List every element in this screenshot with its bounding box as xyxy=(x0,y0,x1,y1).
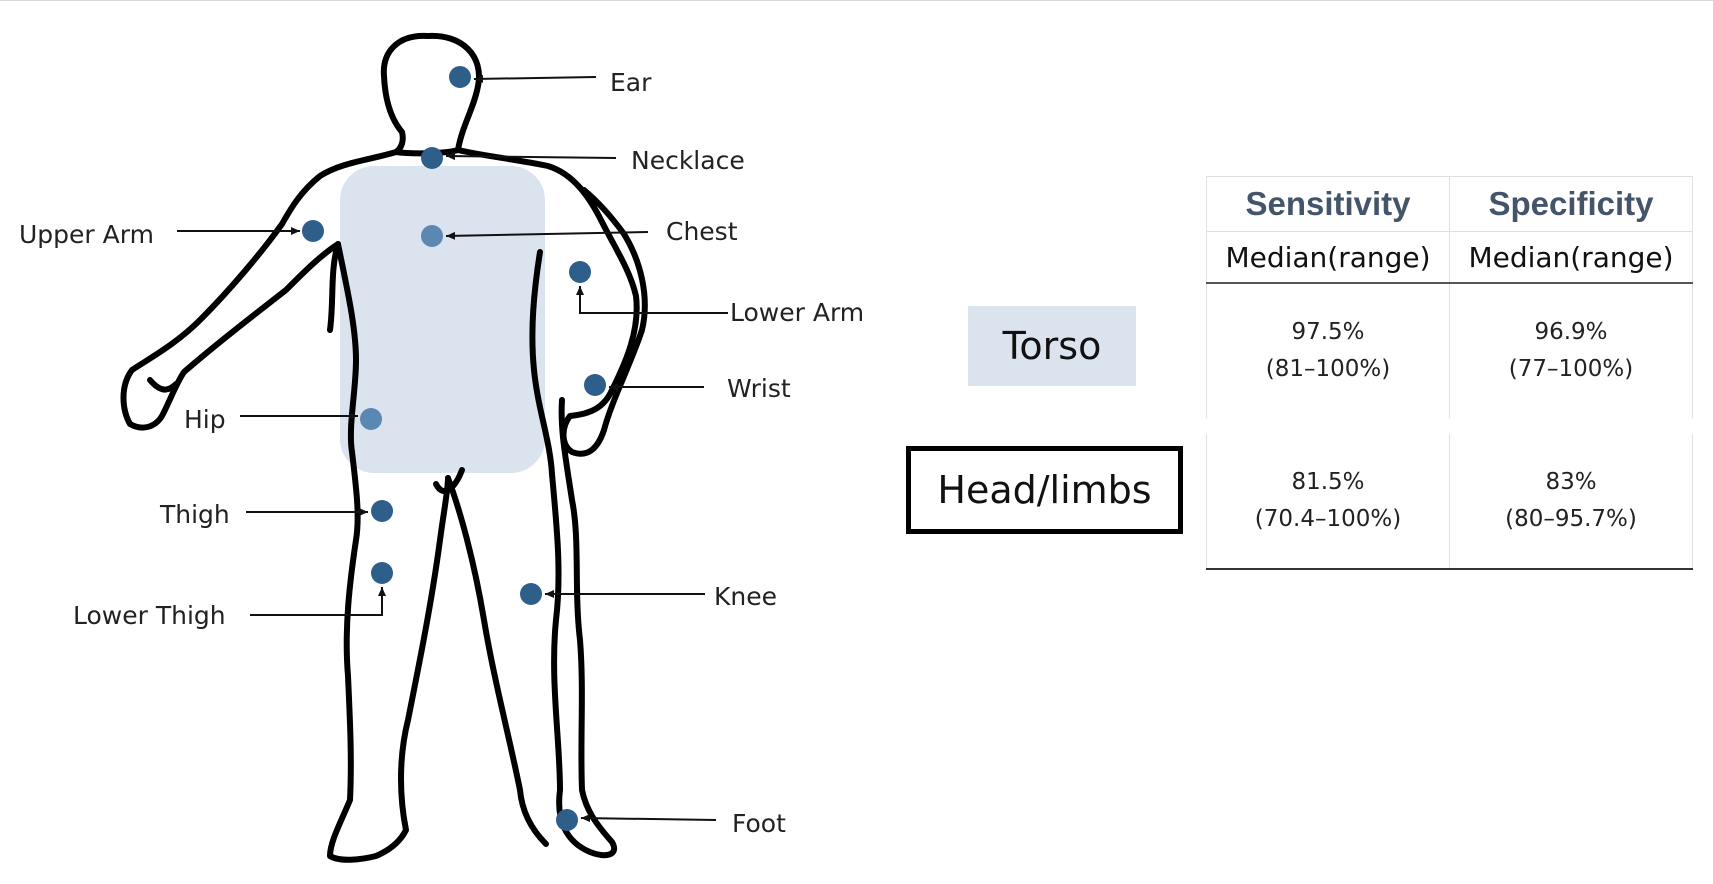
sensitivity-header: Sensitivity xyxy=(1206,176,1450,232)
specificity-header: Specificity xyxy=(1449,176,1693,232)
torso-specificity-median: 96.9% xyxy=(1534,319,1608,346)
lower-arm-label: Lower Arm xyxy=(730,298,865,327)
table-row-head-limbs: 81.5% (70.4–100%) 83% (80–95.7%) xyxy=(1206,434,1693,570)
necklace-sensor xyxy=(421,147,443,169)
table-row-torso: 97.5% (81–100%) 96.9% (77–100%) xyxy=(1206,283,1693,418)
limbs-sensitivity-cell: 81.5% (70.4–100%) xyxy=(1206,434,1450,570)
upper-arm-sensor xyxy=(302,220,324,242)
lower-arm-arrow xyxy=(576,286,728,314)
specificity-subheader: Median(range) xyxy=(1449,231,1693,284)
limbs-sensitivity-median: 81.5% xyxy=(1291,469,1365,496)
torso-region-label: Torso xyxy=(968,306,1136,386)
torso-sensitivity-median: 97.5% xyxy=(1291,319,1365,346)
knee-sensor xyxy=(520,583,542,605)
leader-arrows xyxy=(177,74,728,823)
thigh-sensor xyxy=(371,500,393,522)
torso-specificity-cell: 96.9% (77–100%) xyxy=(1449,283,1693,418)
necklace-label: Necklace xyxy=(631,146,745,175)
ear-label: Ear xyxy=(610,68,652,97)
limbs-specificity-range: (80–95.7%) xyxy=(1505,506,1637,532)
hip-label: Hip xyxy=(184,405,226,434)
wrist-label: Wrist xyxy=(727,374,791,403)
chest-sensor xyxy=(421,225,443,247)
torso-sensitivity-range: (81–100%) xyxy=(1265,356,1391,382)
foot-sensor xyxy=(556,809,578,831)
upper-arm-label: Upper Arm xyxy=(19,220,154,249)
hip-sensor xyxy=(360,408,382,430)
ear-sensor xyxy=(449,66,471,88)
wrist-sensor xyxy=(584,374,606,396)
torso-sensitivity-cell: 97.5% (81–100%) xyxy=(1206,283,1450,418)
sensor-dots xyxy=(302,66,606,831)
ear-arrow xyxy=(473,74,597,83)
lower-thigh-label: Lower Thigh xyxy=(73,601,226,630)
sensitivity-subheader: Median(range) xyxy=(1206,231,1450,284)
limbs-specificity-cell: 83% (80–95.7%) xyxy=(1449,434,1693,570)
accuracy-table: Sensitivity Specificity Median(range) Me… xyxy=(1206,176,1693,570)
torso-specificity-range: (77–100%) xyxy=(1508,356,1634,382)
chest-arrow xyxy=(445,231,649,240)
lower-thigh-sensor xyxy=(371,562,393,584)
foot-arrow xyxy=(580,814,717,823)
limbs-sensitivity-range: (70.4–100%) xyxy=(1254,506,1402,532)
torso-highlight xyxy=(340,166,545,473)
body-outline xyxy=(120,32,648,863)
chest-label: Chest xyxy=(666,217,738,246)
top-rule xyxy=(0,0,1713,1)
limbs-specificity-median: 83% xyxy=(1545,469,1597,496)
knee-label: Knee xyxy=(714,582,778,611)
head-limbs-region-label: Head/limbs xyxy=(906,446,1183,534)
body-diagram xyxy=(120,32,728,863)
thigh-label: Thigh xyxy=(160,500,230,529)
foot-label: Foot xyxy=(732,809,786,838)
lower-arm-sensor xyxy=(569,261,591,283)
lower-thigh-arrow xyxy=(250,587,386,616)
necklace-arrow xyxy=(445,152,617,161)
